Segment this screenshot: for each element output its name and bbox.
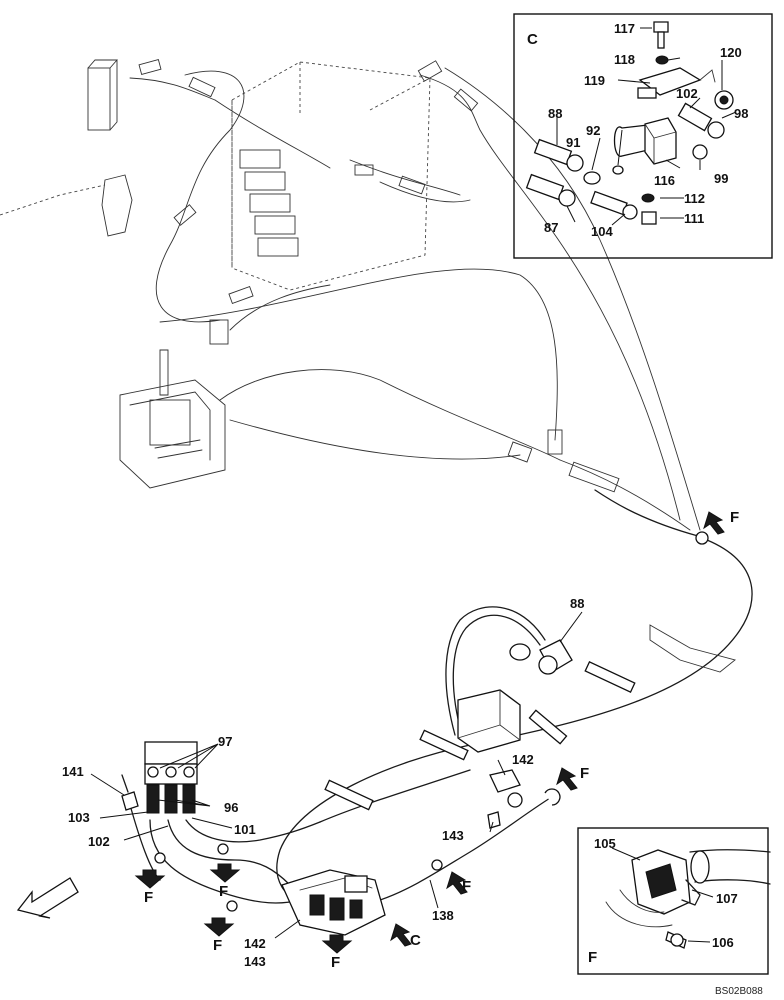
view-letter-f-3: F [462, 878, 471, 895]
view-letter-f-2: F [580, 765, 589, 782]
view-direction-arrows [16, 511, 725, 954]
callout-119: 119 [584, 73, 605, 88]
callout-116: 116 [654, 173, 675, 188]
callout-142-lower: 142 [244, 936, 266, 951]
callout-97: 97 [218, 734, 232, 749]
callout-111: 111 [684, 211, 704, 226]
drawing-code: BS02B088 [715, 986, 763, 997]
callout-143-lower: 143 [244, 954, 266, 969]
callout-117: 117 [614, 21, 635, 36]
inset-f-letter: F [588, 949, 597, 966]
callout-142-upper: 142 [512, 752, 534, 767]
callout-138: 138 [432, 908, 454, 923]
callout-88-main: 88 [570, 596, 584, 611]
inset-view-c [513, 13, 773, 259]
callout-98: 98 [734, 106, 748, 121]
callout-106: 106 [712, 935, 734, 950]
hydraulic-hose-assembly [129, 489, 753, 906]
callout-99: 99 [714, 171, 728, 186]
view-letter-f-6: F [213, 937, 222, 954]
callout-leaders [90, 611, 583, 939]
view-letter-f-5: F [219, 883, 228, 900]
callout-143-upper: 143 [442, 828, 464, 843]
view-letter-f-4: F [144, 889, 153, 906]
inset-c-letter: C [527, 31, 538, 48]
callout-105: 105 [594, 836, 616, 851]
callout-96: 96 [224, 800, 238, 815]
callout-120: 120 [720, 45, 742, 60]
callout-107: 107 [716, 891, 738, 906]
callout-102-inset: 102 [676, 86, 698, 101]
callout-92: 92 [586, 123, 600, 138]
callout-91: 91 [566, 135, 580, 150]
callout-112: 112 [684, 191, 705, 206]
callout-87: 87 [544, 220, 558, 235]
callout-88-inset: 88 [548, 106, 562, 121]
callout-118: 118 [614, 52, 635, 67]
part-callouts: 117 118 119 120 102 98 88 91 92 116 99 1… [62, 21, 763, 997]
view-letter-f-7: F [331, 954, 340, 971]
callout-141: 141 [62, 764, 84, 779]
callout-101: 101 [234, 822, 256, 837]
solenoid-valve-group [121, 741, 198, 814]
callout-102-main: 102 [88, 834, 110, 849]
view-letter-f-1: F [730, 509, 739, 526]
callout-103: 103 [68, 810, 90, 825]
machine-frame-background [0, 59, 701, 531]
view-letter-c: C [410, 932, 421, 949]
valve-block [154, 769, 561, 936]
callout-104: 104 [591, 224, 613, 239]
inset-view-f [577, 827, 771, 975]
